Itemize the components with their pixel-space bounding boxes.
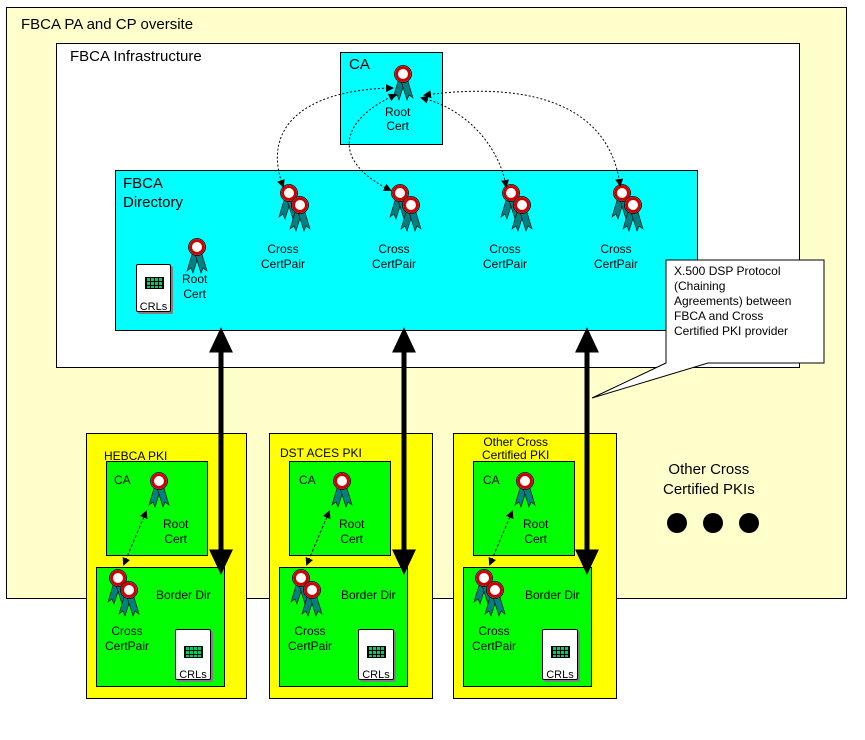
dst-aces-border-dir-box: Border Dir Cross CertPair CRLs xyxy=(279,567,408,687)
crl-table-icon xyxy=(145,277,164,289)
hebca-ca-title: CA xyxy=(114,473,131,487)
hebca-pki-box: HEBCA PKI CA Root Cert Border Dir Cross … xyxy=(86,433,247,699)
dst-aces-pki-title: DST ACES PKI xyxy=(280,446,362,460)
directory-cross-pair-label-1: Cross CertPair xyxy=(261,242,306,271)
dst-aces-ca-box: CA Root Cert xyxy=(289,461,391,556)
dst-aces-ca-title: CA xyxy=(299,473,316,487)
other-pkis-label: Other Cross Certified PKIs xyxy=(663,461,755,498)
directory-crl-document: CRLs xyxy=(136,264,171,313)
other-pki-ca-title: CA xyxy=(483,473,500,487)
dst-aces-crl-label: CRLs xyxy=(362,669,390,681)
other-pki-crl-label: CRLs xyxy=(546,669,574,681)
crl-table-icon xyxy=(184,646,203,658)
infrastructure-title: FBCA Infrastructure xyxy=(70,48,202,65)
dst-aces-border-dir-title: Border Dir xyxy=(341,588,396,602)
crl-table-icon xyxy=(367,646,386,658)
hebca-cross-pair-label: Cross CertPair xyxy=(105,624,150,653)
hebca-border-dir-title: Border Dir xyxy=(156,588,211,602)
directory-title: FBCA Directory xyxy=(123,175,184,211)
hebca-crl-label: CRLs xyxy=(179,669,207,681)
directory-root-cert-label: Root Cert xyxy=(182,272,208,301)
fbca-ca-root-cert-label: Root Cert xyxy=(385,105,411,133)
ellipsis-dot-1 xyxy=(667,513,687,533)
crl-table-icon xyxy=(551,646,570,658)
callout-shape xyxy=(591,259,825,399)
other-pki-cross-pair-label: Cross CertPair xyxy=(472,624,517,653)
other-pki-border-dir-box: Border Dir Cross CertPair CRLs xyxy=(463,567,592,687)
other-pki-crl-document: CRLs xyxy=(542,629,578,681)
hebca-pki-title: HEBCA PKI xyxy=(104,449,168,463)
hebca-ca-box: CA Root Cert xyxy=(106,461,208,556)
dst-aces-root-cert-label: Root Cert xyxy=(339,517,365,546)
other-pki-title: Other Cross Certified PKI xyxy=(482,435,550,462)
callout-text: X.500 DSP Protocol (Chaining Agreements)… xyxy=(674,264,792,338)
directory-crl-label: CRLs xyxy=(139,301,168,313)
dst-aces-crl-document: CRLs xyxy=(358,629,394,681)
ellipsis-dot-3 xyxy=(739,513,759,533)
directory-cross-pair-label-3: Cross CertPair xyxy=(483,242,528,271)
hebca-crl-document: CRLs xyxy=(175,629,211,681)
other-pki-ca-box: CA Root Cert xyxy=(473,461,575,556)
directory-cross-pair-label-4: Cross CertPair xyxy=(594,242,639,271)
other-pki-border-dir-title: Border Dir xyxy=(525,588,580,602)
hebca-root-cert-label: Root Cert xyxy=(163,517,189,546)
directory-cross-pair-label-2: Cross CertPair xyxy=(372,242,417,271)
fbca-ca-box: CA Root Cert xyxy=(340,52,443,145)
hebca-border-dir-box: Border Dir Cross CertPair CRLs xyxy=(96,567,225,687)
other-cross-certified-pki-box: Other Cross Certified PKI CA Root Cert B… xyxy=(453,433,617,699)
dst-aces-cross-pair-label: Cross CertPair xyxy=(288,624,333,653)
ellipsis-dot-2 xyxy=(703,513,723,533)
oversite-title: FBCA PA and CP oversite xyxy=(21,16,194,33)
dsp-protocol-callout: X.500 DSP Protocol (Chaining Agreements)… xyxy=(588,259,828,399)
fbca-ca-title: CA xyxy=(349,56,370,73)
other-pki-root-cert-label: Root Cert xyxy=(523,517,549,546)
dst-aces-pki-box: DST ACES PKI CA Root Cert Border Dir Cro… xyxy=(269,433,433,699)
